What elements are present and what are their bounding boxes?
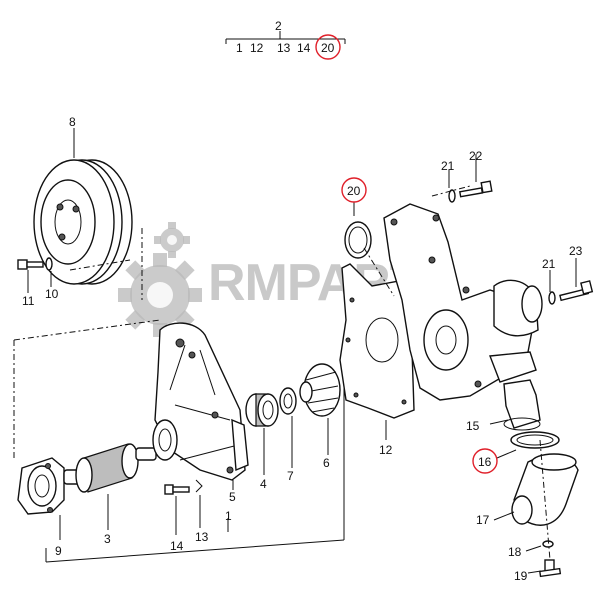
pump-cover xyxy=(383,203,543,401)
callout-20: 20 xyxy=(347,184,361,198)
header-top-label: 2 xyxy=(275,19,282,33)
leader-16 xyxy=(496,449,517,459)
callout-10: 10 xyxy=(45,287,59,301)
watermark-gear-small xyxy=(154,222,190,258)
header-item-12: 12 xyxy=(250,41,264,55)
header-item-20: 20 xyxy=(321,41,335,55)
shaft-part-3 xyxy=(63,443,157,493)
gasket-part-12 xyxy=(339,263,419,419)
header-highlight-circle xyxy=(315,34,341,60)
bolt-part-19 xyxy=(539,559,562,578)
bolt-part-14 xyxy=(164,484,190,495)
leader-19 xyxy=(527,570,542,574)
callout-21a: 21 xyxy=(441,159,455,173)
callout-22: 22 xyxy=(469,149,483,163)
callout-6: 6 xyxy=(323,456,330,470)
ring-part-7 xyxy=(279,387,297,415)
callout-5: 5 xyxy=(229,490,236,504)
callout-12: 12 xyxy=(379,443,393,457)
callout-11: 11 xyxy=(22,294,35,308)
callout-18: 18 xyxy=(508,545,522,559)
washer-part-21b xyxy=(548,291,556,305)
elbow-part-17 xyxy=(511,453,579,526)
callout-4: 4 xyxy=(260,477,267,491)
callout-9: 9 xyxy=(55,544,62,558)
pulley-part-8 xyxy=(33,159,133,285)
header-group: 2 1 12 13 14 20 xyxy=(225,19,346,60)
centerline-right xyxy=(363,185,551,561)
seal-part-4 xyxy=(245,393,279,427)
washer-part-10 xyxy=(45,257,53,271)
callout-17: 17 xyxy=(476,513,490,527)
centerline-left xyxy=(13,228,161,341)
leader-17 xyxy=(493,511,515,521)
callout-15: 15 xyxy=(466,419,480,433)
callout-19: 19 xyxy=(514,569,528,583)
washer-part-21a xyxy=(448,189,456,203)
callout-13: 13 xyxy=(195,530,209,544)
header-item-13: 13 xyxy=(277,41,291,55)
bolt-part-23 xyxy=(559,280,594,302)
leader-15 xyxy=(489,419,509,425)
seal-part-15 xyxy=(503,379,541,431)
callout-7: 7 xyxy=(287,469,294,483)
impeller-part-6 xyxy=(299,363,341,417)
callout-21b: 21 xyxy=(542,257,556,271)
pump-housing-part-5 xyxy=(152,322,249,481)
oring-part-16 xyxy=(510,431,560,449)
callout-3: 3 xyxy=(104,532,111,546)
flange-part-9 xyxy=(17,457,65,515)
callout-1: 1 xyxy=(225,509,232,523)
bolt-part-11 xyxy=(17,259,44,270)
callout-23: 23 xyxy=(569,244,583,258)
leader-18 xyxy=(525,545,542,552)
callout-8: 8 xyxy=(69,115,76,129)
highlight-circle-20 xyxy=(341,177,367,203)
callout-14: 14 xyxy=(170,539,184,553)
callout-16: 16 xyxy=(478,455,492,469)
header-item-1: 1 xyxy=(236,41,243,55)
highlight-circle-16 xyxy=(472,448,498,474)
header-item-14: 14 xyxy=(297,41,311,55)
bolt-part-22 xyxy=(458,180,493,198)
clip-part-13 xyxy=(195,479,203,493)
